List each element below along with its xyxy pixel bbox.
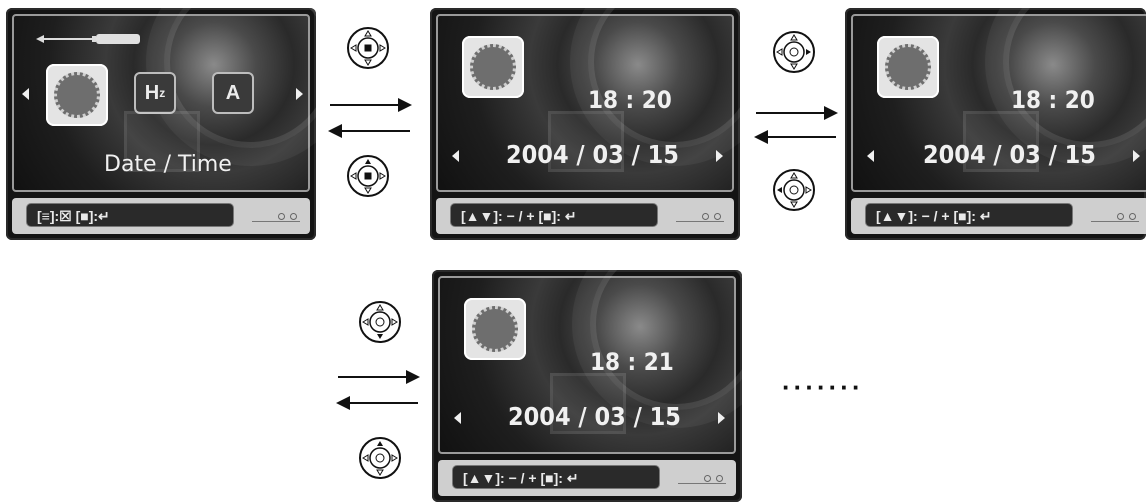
indicator-dots (676, 209, 724, 222)
date-screen-3: 18 : 21 2004 / 03 / 15 [▲▼]: − / + [■]: … (432, 270, 742, 502)
forward-arrow (338, 370, 420, 384)
field-right-icon[interactable] (716, 150, 723, 162)
field-left-icon[interactable] (452, 150, 459, 162)
menu-item-label: Date / Time (104, 152, 232, 177)
battery-icon (36, 34, 140, 44)
forward-arrow (330, 98, 412, 112)
time-value: 18 : 20 (1011, 86, 1095, 114)
date-time-menu-item[interactable] (46, 64, 108, 126)
dpad-right-icon (773, 31, 815, 73)
clock-icon (54, 72, 100, 118)
back-arrow (754, 130, 836, 144)
dpad-down-icon (359, 301, 401, 343)
auto-menu-item[interactable]: A (212, 72, 254, 114)
button-hint-bar: [≡]:☒ [■]:↵ (12, 198, 310, 234)
date-value[interactable]: 2004 / 03 / 15 (508, 402, 681, 431)
lcd-display: 18 : 21 2004 / 03 / 15 (438, 270, 742, 454)
dpad-up-center-icon (347, 155, 389, 197)
date-value[interactable]: 2004 / 03 / 15 (506, 140, 679, 169)
button-hint-bar: [▲▼]: − / + [■]: ↵ (436, 198, 734, 234)
back-arrow (328, 124, 410, 138)
date-screen-2: 18 : 20 2004 / 03 / 15 [▲▼]: − / + [■]: … (845, 8, 1146, 240)
indicator-dots (678, 471, 726, 484)
button-hint-text: [▲▼]: − / + [■]: ↵ (452, 465, 660, 489)
continuation-dots: ······· (782, 372, 864, 402)
button-hint-bar: [▲▼]: − / + [■]: ↵ (438, 460, 736, 496)
lcd-display: 18 : 20 2004 / 03 / 15 (436, 8, 740, 192)
back-arrow (336, 396, 418, 410)
field-right-icon[interactable] (718, 412, 725, 424)
date-time-icon (877, 36, 939, 98)
dpad-up-icon (359, 437, 401, 479)
time-value: 18 : 20 (588, 86, 672, 114)
clock-icon (472, 306, 518, 352)
date-time-icon (462, 36, 524, 98)
clock-icon (885, 44, 931, 90)
time-value: 18 : 21 (590, 348, 674, 376)
date-time-icon (464, 298, 526, 360)
button-hint-text: [≡]:☒ [■]:↵ (26, 203, 234, 227)
indicator-dots (252, 209, 300, 222)
button-hint-bar: [▲▼]: − / + [■]: ↵ (851, 198, 1146, 234)
scroll-left-icon[interactable] (22, 88, 29, 100)
indicator-dots (1091, 209, 1139, 222)
button-hint-text: [▲▼]: − / + [■]: ↵ (450, 203, 658, 227)
forward-arrow (756, 106, 838, 120)
clock-icon (470, 44, 516, 90)
field-right-icon[interactable] (1133, 150, 1140, 162)
dpad-center-icon (347, 27, 389, 69)
button-hint-text: [▲▼]: − / + [■]: ↵ (865, 203, 1073, 227)
date-value[interactable]: 2004 / 03 / 15 (923, 140, 1096, 169)
lcd-display: 18 : 20 2004 / 03 / 15 (851, 8, 1146, 192)
scroll-right-icon[interactable] (296, 88, 303, 100)
field-left-icon[interactable] (454, 412, 461, 424)
field-left-icon[interactable] (867, 150, 874, 162)
date-screen-1: 18 : 20 2004 / 03 / 15 [▲▼]: − / + [■]: … (430, 8, 740, 240)
dpad-left-icon (773, 169, 815, 211)
